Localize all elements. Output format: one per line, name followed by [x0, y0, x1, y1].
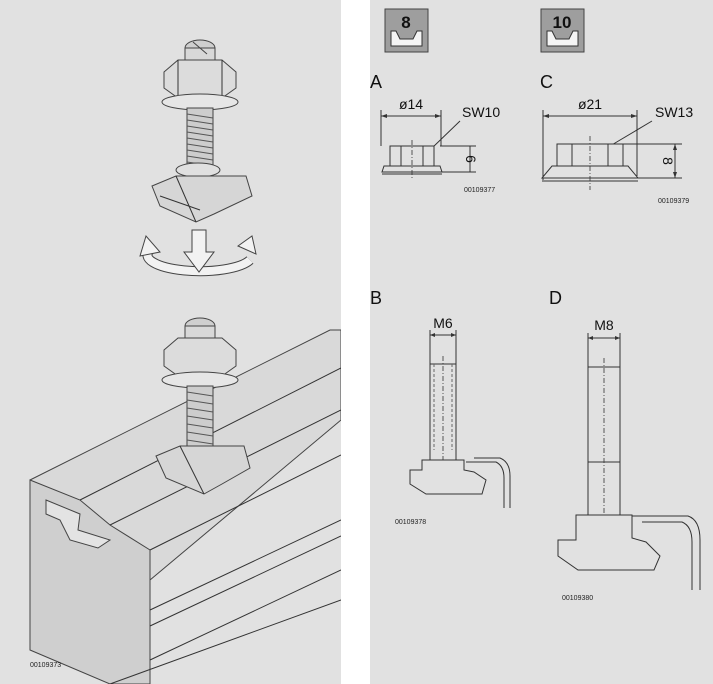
top-bolt-assembly — [151, 39, 253, 223]
view-letter: C — [540, 72, 553, 92]
drawing-code: 00109378 — [395, 519, 426, 526]
view-letter: A — [370, 72, 382, 92]
down-arrow-icon — [183, 229, 215, 273]
view-a-nut-drawing: A ø14 SW10 6 00109377 — [370, 72, 500, 194]
drawing-code: 00109377 — [464, 187, 495, 194]
diameter-label: ø14 — [399, 96, 423, 112]
size-tag-label: 10 — [553, 13, 572, 32]
assembly-illustration-panel: 00109373 — [0, 0, 341, 684]
thread-label: M8 — [594, 317, 614, 333]
diameter-label: ø21 — [578, 96, 602, 112]
view-c-nut-drawing: C ø21 SW13 8 00109379 — [540, 72, 693, 205]
wrench-size-label: SW10 — [462, 104, 500, 120]
height-label: 8 — [660, 157, 676, 165]
view-d-bolt-drawing: D M8 00109380 — [549, 288, 701, 602]
size-tag-8: 8 — [384, 8, 429, 53]
technical-drawings-panel: 8 10 A ø14 SW10 6 00109377 — [370, 0, 713, 684]
wrench-size-label: SW13 — [655, 104, 693, 120]
figure-code: 00109373 — [30, 662, 61, 669]
technical-drawings: 8 10 A ø14 SW10 6 00109377 — [370, 8, 701, 602]
view-letter: D — [549, 288, 562, 308]
inserted-bolt-assembly — [155, 317, 251, 495]
drawing-code: 00109380 — [562, 595, 593, 602]
drawing-code: 00109379 — [658, 198, 689, 205]
view-letter: B — [370, 288, 382, 308]
rotation-arrow-icon — [139, 234, 257, 277]
view-b-bolt-drawing: B M6 00109378 — [370, 288, 511, 526]
height-label: 6 — [463, 155, 479, 163]
size-tag-label: 8 — [401, 13, 410, 32]
size-tag-10: 10 — [540, 8, 585, 53]
assembly-illustration: 00109373 — [29, 39, 341, 684]
thread-label: M6 — [433, 315, 453, 331]
